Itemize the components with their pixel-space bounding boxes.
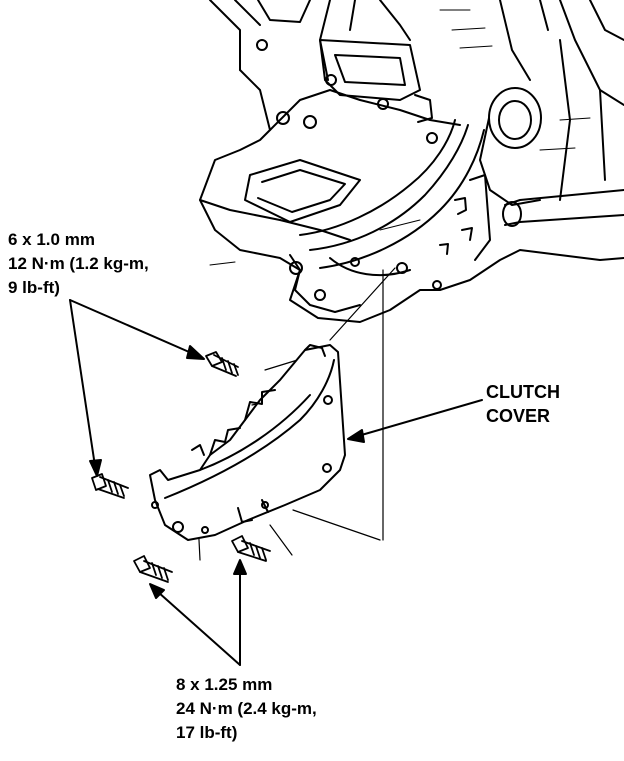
clutch-cover-plate (149, 344, 346, 541)
spec-upper-size: 6 x 1.0 mm (8, 230, 95, 249)
engine-block (199, 0, 624, 323)
bolt-lower-right (231, 535, 271, 562)
clutch-cover-label-line2: COVER (486, 406, 551, 426)
leader-top-spec (69, 299, 205, 477)
clutch-cover-label-line1: CLUTCH (486, 382, 560, 402)
torque-spec-lower-bolts: 8 x 1.25 mm 24 N·m (2.4 kg-m, 17 lb-ft) (176, 673, 317, 745)
spec-upper-torque: 12 N·m (1.2 kg-m, (8, 254, 149, 273)
bolt-lower-left (133, 555, 173, 583)
spec-lower-size: 8 x 1.25 mm (176, 675, 273, 694)
bolt-left (91, 473, 129, 499)
leader-clutch-cover (347, 399, 483, 443)
torque-spec-upper-bolts: 6 x 1.0 mm 12 N·m (1.2 kg-m, 9 lb-ft) (8, 228, 149, 300)
engine-block-hatching (209, 9, 591, 266)
spec-upper-torque-lbft: 9 lb-ft) (8, 278, 60, 297)
spec-lower-torque-lbft: 17 lb-ft) (176, 723, 238, 742)
spec-lower-torque: 24 N·m (2.4 kg-m, (176, 699, 317, 718)
bolt-upper (205, 351, 239, 377)
leader-bottom-spec (149, 559, 247, 666)
clutch-cover-callout: CLUTCH COVER (486, 380, 560, 428)
